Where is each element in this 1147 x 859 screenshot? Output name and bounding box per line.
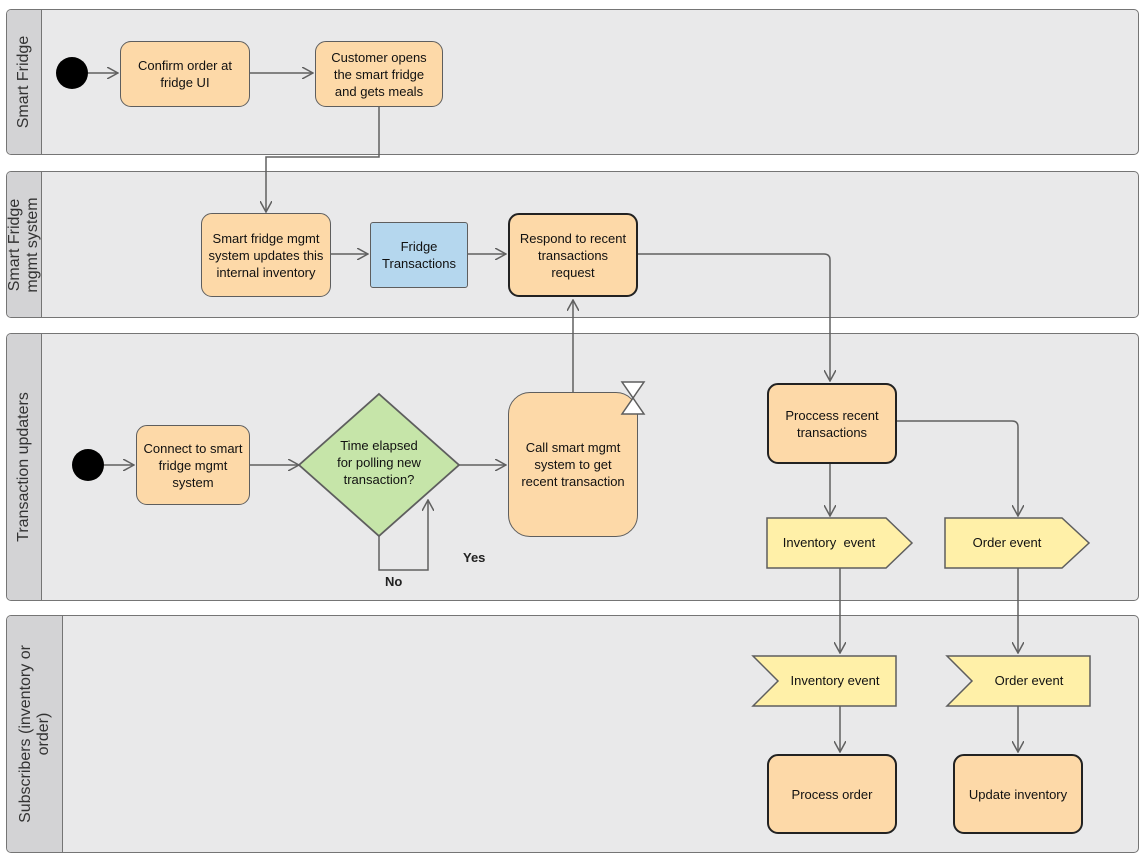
guard-no-label: No: [385, 574, 403, 589]
mgmt-updates-label: Smart fridge mgmt system updates this in…: [208, 230, 324, 280]
connect-label: Connect to smart fridge mgmt system: [143, 440, 243, 490]
lane-label-mgmt-system-line-2: mgmt system: [24, 196, 41, 293]
lane-label-smart-fridge: Smart Fridge: [15, 35, 32, 129]
object-fridge-transactions: Fridge Transactions: [370, 222, 468, 288]
fridge-transactions-label: Fridge Transactions: [382, 239, 456, 271]
lane-header-mgmt-system: Smart Fridge mgmt system: [7, 172, 42, 317]
activity-mgmt-updates: Smart fridge mgmt system updates this in…: [201, 213, 331, 297]
process-recent-label: Proccess recent transactions: [785, 407, 879, 440]
call-system-label: Call smart mgmt system to get recent tra…: [521, 440, 625, 489]
process-order-label: Process order: [791, 786, 873, 802]
initial-node-fridge: [56, 57, 88, 89]
lane-subscribers: Subscribers (inventory or order): [6, 615, 1139, 853]
activity-update-inventory: Update inventory: [953, 754, 1083, 834]
activity-connect: Connect to smart fridge mgmt system: [136, 425, 250, 505]
lane-label-mgmt-system: Smart Fridge mgmt system: [6, 196, 42, 293]
lane-header-transaction-updaters: Transaction updaters: [7, 334, 42, 600]
activity-customer-opens: Customer opens the smart fridge and gets…: [315, 41, 443, 107]
activity-confirm-order: Confirm order at fridge UI: [120, 41, 250, 107]
activity-respond-request: Respond to recent transactions request: [508, 213, 638, 297]
lane-header-smart-fridge: Smart Fridge: [7, 10, 42, 154]
activity-process-recent: Proccess recent transactions: [767, 383, 897, 464]
activity-call-system: Call smart mgmt system to get recent tra…: [508, 392, 638, 537]
activity-process-order: Process order: [767, 754, 897, 834]
customer-opens-label: Customer opens the smart fridge and gets…: [331, 49, 427, 99]
lane-label-transaction-updaters: Transaction updaters: [15, 392, 32, 542]
lane-label-subscribers-line-1: Subscribers (inventory or: [16, 645, 34, 823]
lane-label-mgmt-system-line-1: Smart Fridge: [6, 198, 23, 291]
lane-label-subscribers: Subscribers (inventory or order): [17, 645, 53, 823]
update-inventory-label: Update inventory: [968, 786, 1068, 802]
lane-label-subscribers-line-2: order): [34, 712, 52, 756]
lane-header-subscribers: Subscribers (inventory or order): [7, 616, 63, 852]
respond-request-label: Respond to recent transactions request: [519, 230, 627, 280]
hourglass-icon: [620, 381, 646, 415]
initial-node-updaters: [72, 449, 104, 481]
guard-yes-label: Yes: [463, 550, 486, 565]
confirm-order-label: Confirm order at fridge UI: [138, 58, 232, 90]
